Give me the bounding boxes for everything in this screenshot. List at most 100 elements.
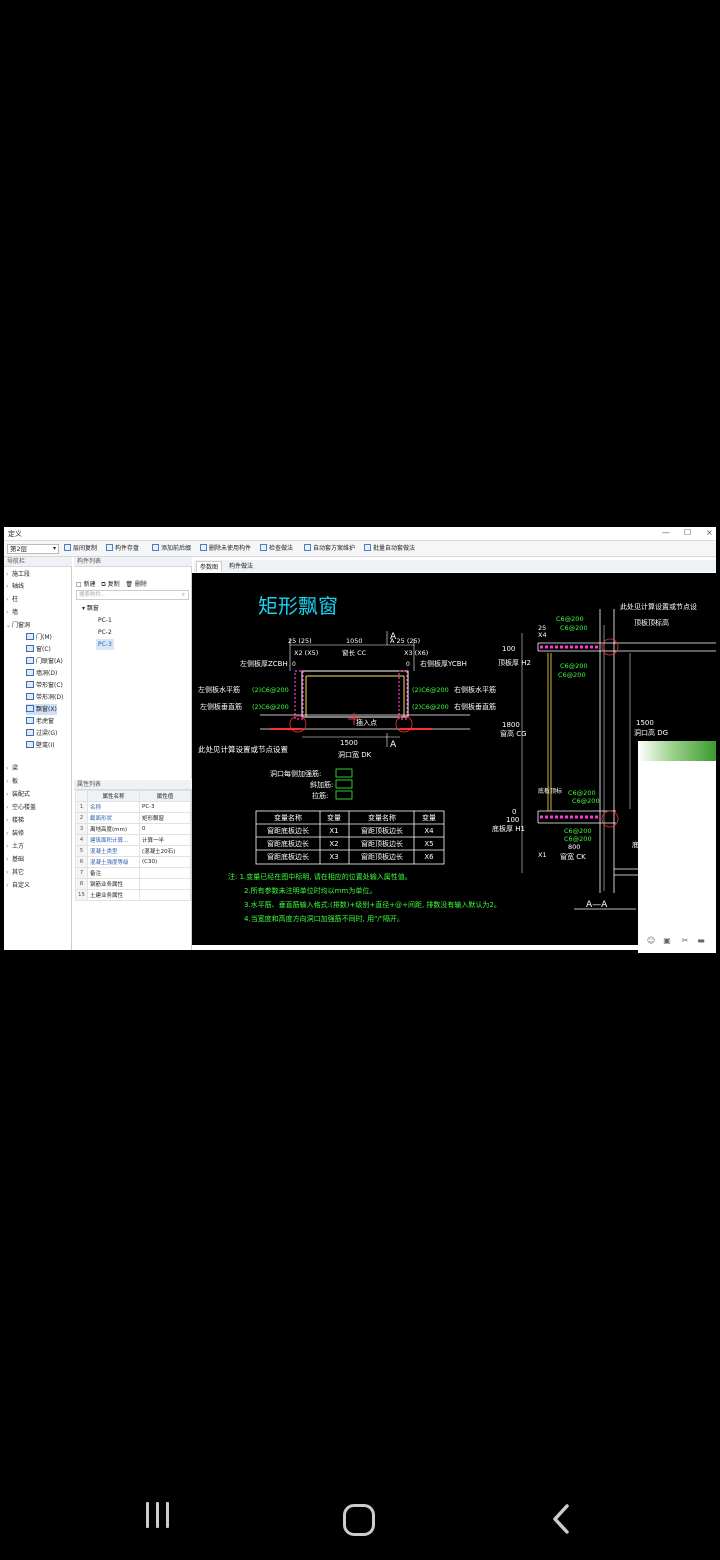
chevron-right-icon: › (6, 583, 9, 590)
close-button[interactable]: × (706, 528, 713, 537)
variable-table-header: 变量名称 (368, 813, 396, 822)
property-value[interactable]: (混凝土20石) (139, 845, 191, 857)
property-value[interactable]: 计算一半 (139, 834, 191, 846)
property-value[interactable]: (C30) (139, 856, 191, 868)
batch-auto-button[interactable]: 批量自动套做法 (364, 544, 415, 554)
nav-sub-window[interactable]: 窗(C) (26, 644, 51, 655)
nav-item-custom[interactable]: ›自定义 (6, 882, 31, 889)
nav-item-prefab[interactable]: ›装配式 (6, 791, 31, 798)
label-window-length: 窗长 CC (342, 648, 367, 657)
nav-sub-wall-hole[interactable]: 墙洞(D) (26, 668, 57, 679)
chevron-down-icon: ⌄ (6, 622, 12, 629)
delete-icon (200, 544, 207, 551)
label-c6-200-2: C6@200 (560, 624, 588, 632)
parameter-drawing[interactable]: 矩形飘窗 A 25 (25) 1050 A 25 (25) X2 (X5) 窗长… (192, 573, 716, 945)
property-value[interactable]: 0 (139, 823, 191, 835)
emoji-icon[interactable]: ☺ (646, 936, 656, 945)
nav-item-construction-section[interactable]: ›施工段 (6, 571, 31, 578)
tie-bars-input[interactable] (335, 790, 353, 800)
nav-sub-strip-window[interactable]: 带形窗(C) (26, 680, 63, 691)
nav-sub-door[interactable]: 门(M) (26, 632, 52, 643)
new-button[interactable]: □ 新建 (76, 581, 96, 588)
nav-sub-niche[interactable]: 壁龛(I) (26, 740, 54, 751)
property-row-number: 7 (75, 867, 88, 879)
batch-icon (364, 544, 371, 551)
property-value[interactable]: 矩形飘窗 (139, 812, 191, 824)
add-prefix-suffix-button[interactable]: 添加前后缀 (152, 544, 191, 554)
label-zero-bot: 0 (512, 808, 516, 816)
property-value[interactable]: PC-3 (139, 801, 191, 813)
floor-select[interactable]: 第2层 ▾ (7, 544, 59, 554)
nav-sub-strip-hole[interactable]: 带形洞(D) (26, 692, 63, 703)
dim-1500: 1500 (340, 739, 358, 747)
nav-sub-bay-window[interactable]: 飘窗(X) (26, 704, 57, 715)
property-row-number: 5 (75, 845, 88, 857)
property-value[interactable] (139, 889, 191, 901)
property-name: 混凝土类型 (87, 845, 140, 857)
label-c6-200-7: C6@200 (564, 827, 592, 835)
nav-item-door-window[interactable]: ⌄门窗洞 (6, 622, 31, 629)
nav-item-wall[interactable]: ›墙 (6, 609, 19, 616)
property-value[interactable] (139, 867, 191, 879)
folder-icon[interactable]: ▬ (697, 936, 705, 945)
tree-item-pc1[interactable]: PC-1 (98, 617, 112, 624)
save-component-button[interactable]: 构件存盘 (106, 544, 139, 554)
tree-item-pc2[interactable]: PC-2 (98, 629, 112, 636)
copy-icon (64, 544, 71, 551)
nav-item-foundation[interactable]: ›基础 (6, 856, 25, 863)
diag-bars-input[interactable] (335, 779, 353, 789)
label-tie-bars: 拉筋: (312, 791, 328, 800)
nav-item-other[interactable]: ›其它 (6, 869, 25, 876)
property-name: 离地高度(mm) (87, 823, 140, 835)
nav-sub-door-window[interactable]: 门联窗(A) (26, 656, 63, 667)
tab-parameter-diagram[interactable]: 参数图 (196, 561, 223, 572)
check-method-button[interactable]: 检查做法 (260, 544, 293, 554)
tab-component-method[interactable]: 构件做法 (229, 563, 254, 570)
nav-item-finishing[interactable]: ›装修 (6, 830, 25, 837)
nav-item-column[interactable]: ›柱 (6, 596, 19, 603)
home-icon[interactable] (343, 1504, 375, 1536)
delete-unused-button[interactable]: 删除未使用构件 (200, 544, 251, 554)
gif-icon[interactable]: ▣ (663, 936, 671, 945)
variable-table-header: 变量名称 (274, 813, 302, 822)
scissors-icon[interactable]: ✂ (681, 936, 689, 945)
copy-between-floors-button[interactable]: 层间复制 (64, 544, 97, 554)
delete-button[interactable]: 🗑 删除 (125, 581, 147, 588)
nav-item-earthwork[interactable]: ›土方 (6, 843, 25, 850)
label-window-w: 窗宽 CK (560, 852, 586, 861)
tree-group-bay-window[interactable]: ▾ 飘窗 (82, 605, 99, 612)
chevron-right-icon: › (6, 609, 9, 616)
minimize-button[interactable]: — (662, 528, 670, 537)
label-right-horiz-val: (2)C6@200 (412, 686, 449, 694)
nav-item-slab[interactable]: ›板 (6, 778, 19, 785)
wall-hole-icon (26, 669, 34, 676)
nav-header: 导航栏 (4, 557, 72, 567)
floating-panel[interactable]: ☺ ▣ ✂ ▬ (638, 741, 716, 953)
nav-item-hollow-floor[interactable]: ›空心楼盖 (6, 804, 37, 811)
nav-sub-dormer[interactable]: 老虎窗 (26, 716, 54, 727)
back-icon[interactable] (551, 1504, 571, 1534)
nav-item-stairs[interactable]: ›楼梯 (6, 817, 25, 824)
nav-sub-lintel[interactable]: 过梁(G) (26, 728, 57, 739)
copy-button[interactable]: ⧉ 复制 (101, 581, 120, 588)
auto-scheme-button[interactable]: 自动套方案维护 (304, 544, 355, 554)
note-4: 4.当宽度和高度方向洞口加强筋不同时, 用"/"隔开。 (244, 914, 404, 923)
maximize-button[interactable]: ☐ (684, 528, 692, 537)
component-search-input[interactable]: 搜索构件... ⌕ (76, 590, 189, 600)
extra-bars-input[interactable] (335, 768, 353, 778)
recent-apps-icon[interactable] (144, 1500, 172, 1528)
lintel-icon (26, 729, 34, 736)
nav-item-beam[interactable]: ›梁 (6, 765, 19, 772)
tree-item-pc3[interactable]: PC-3 (96, 639, 114, 650)
property-value[interactable] (139, 878, 191, 890)
nav-item-axis[interactable]: ›轴线 (6, 583, 25, 590)
